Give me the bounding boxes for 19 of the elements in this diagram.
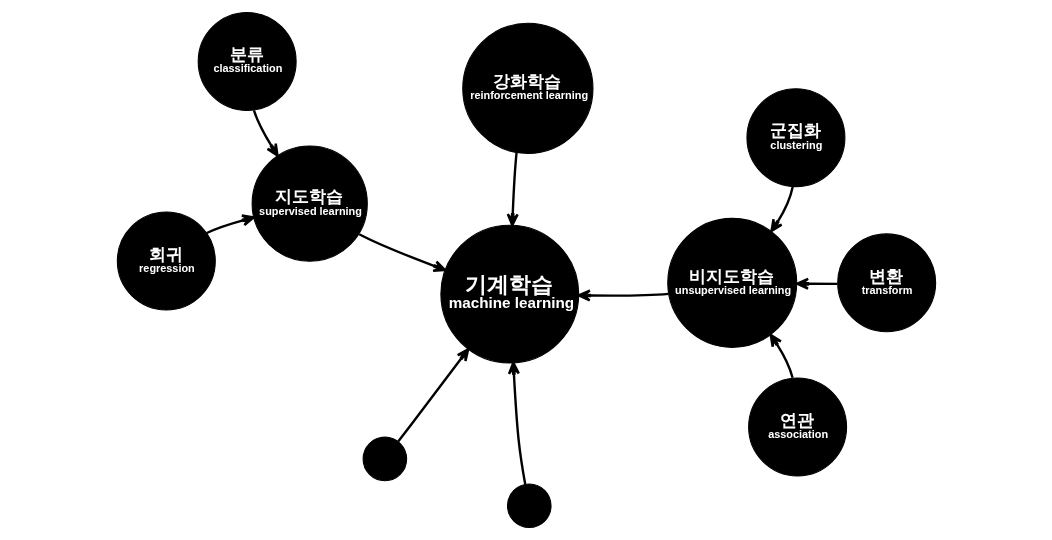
arrow	[205, 214, 255, 235]
node-circle	[362, 436, 407, 482]
node-circle: 회귀 regression	[116, 211, 216, 311]
arrow	[396, 348, 469, 443]
arrow	[577, 289, 669, 302]
arrow	[769, 333, 794, 379]
node-circle: 변환 transform	[836, 233, 936, 333]
node-circle: 군집화 clustering	[745, 88, 845, 188]
arrow	[769, 186, 794, 233]
node-circle: 지도학습 supervised learning	[251, 145, 368, 262]
arrow	[795, 277, 837, 290]
node-circle: 강화학습 reinforcement learning	[461, 22, 593, 155]
node-circle: 분류 classification	[197, 11, 297, 111]
arrow	[506, 152, 519, 227]
arrow	[252, 110, 279, 157]
node-circle	[506, 483, 552, 529]
arrow	[507, 361, 526, 485]
arrow	[358, 233, 446, 272]
node-circle: 연관 association	[747, 377, 847, 477]
